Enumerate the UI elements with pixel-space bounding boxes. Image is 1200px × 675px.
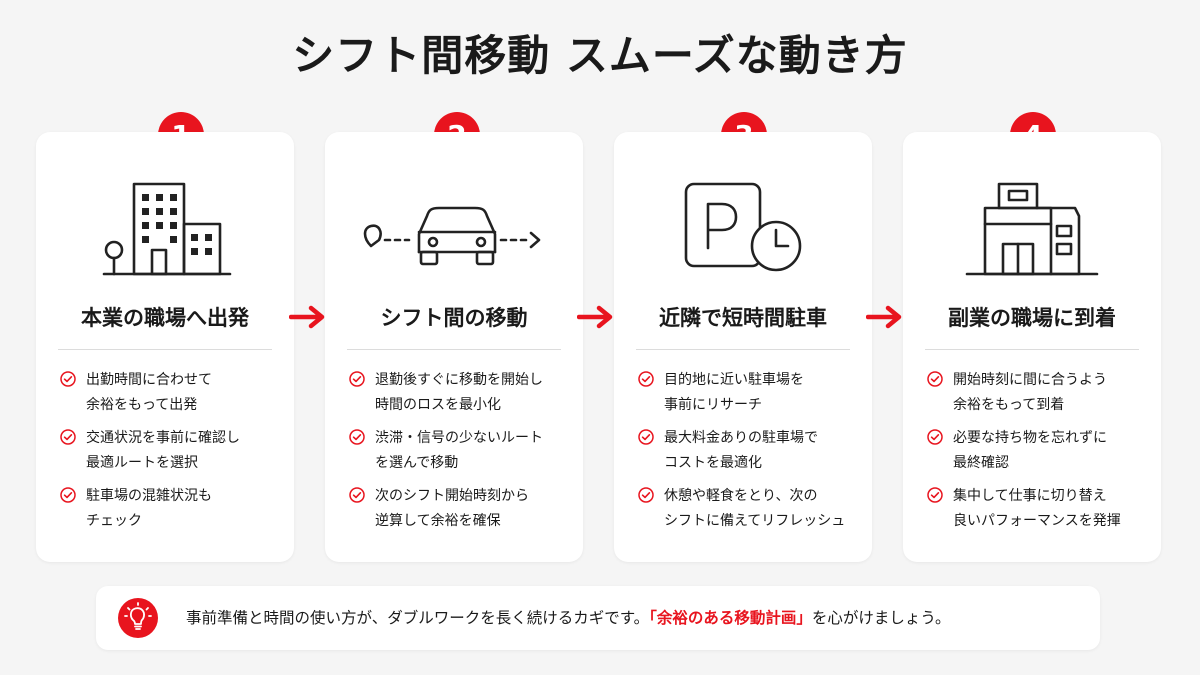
check-list: 開始時刻に間に合うよう 余裕をもって到着 必要な持ち物を忘れずに 最終確認 集中…: [927, 368, 1151, 542]
list-item: 渋滞・信号の少ないルート を選んで移動: [349, 426, 573, 476]
car-route-icon: [363, 206, 541, 266]
list-item: 退勤後すぐに移動を開始し 時間のロスを最小化: [349, 368, 573, 418]
list-item: 駐車場の混雑状況も チェック: [60, 484, 284, 534]
check-circle-icon: [60, 487, 76, 503]
list-item: 必要な持ち物を忘れずに 最終確認: [927, 426, 1151, 476]
parking-clock-icon: [684, 182, 802, 272]
step-card-3: 近隣で短時間駐車 目的地に近い駐車場を 事前にリサーチ 最大料金ありの駐車場で …: [614, 132, 872, 562]
check-circle-icon: [638, 429, 654, 445]
check-text: 退勤後すぐに移動を開始し 時間のロスを最小化: [375, 372, 543, 413]
check-list: 目的地に近い駐車場を 事前にリサーチ 最大料金ありの駐車場で コストを最適化 休…: [638, 368, 862, 542]
check-text: 休憩や軽食をとり、次の シフトに備えてリフレッシュ: [664, 488, 846, 529]
check-circle-icon: [927, 371, 943, 387]
office-building-icon: [102, 182, 232, 276]
arrow-right-icon: [289, 305, 325, 329]
check-text: 開始時刻に間に合うよう 余裕をもって到着: [953, 372, 1107, 413]
check-circle-icon: [349, 371, 365, 387]
step-title: 副業の職場に到着: [948, 306, 1116, 330]
store-building-icon: [965, 182, 1099, 276]
lightbulb-icon: [118, 598, 158, 638]
list-item: 最大料金ありの駐車場で コストを最適化: [638, 426, 862, 476]
check-circle-icon: [638, 371, 654, 387]
check-text: 最大料金ありの駐車場で コストを最適化: [664, 430, 818, 471]
tip-text: 事前準備と時間の使い方が、ダブルワークを長く続けるカギです。「余裕のある移動計画…: [186, 606, 951, 630]
list-item: 出勤時間に合わせて 余裕をもって出発: [60, 368, 284, 418]
tip-text-after: を心がけましょう。: [811, 609, 951, 627]
step-title: 本業の職場へ出発: [81, 306, 249, 330]
check-text: 集中して仕事に切り替え 良いパフォーマンスを発揮: [953, 488, 1121, 529]
check-circle-icon: [927, 429, 943, 445]
divider: [925, 349, 1139, 350]
check-circle-icon: [60, 429, 76, 445]
check-text: 交通状況を事前に確認し 最適ルートを選択: [86, 430, 240, 471]
check-text: 渋滞・信号の少ないルート を選んで移動: [375, 430, 543, 471]
list-item: 集中して仕事に切り替え 良いパフォーマンスを発揮: [927, 484, 1151, 534]
arrow-right-icon: [866, 305, 902, 329]
check-circle-icon: [60, 371, 76, 387]
check-text: 次のシフト開始時刻から 逆算して余裕を確保: [375, 488, 529, 529]
step-card-2: シフト間の移動 退勤後すぐに移動を開始し 時間のロスを最小化 渋滞・信号の少ない…: [325, 132, 583, 562]
check-circle-icon: [927, 487, 943, 503]
divider: [58, 349, 272, 350]
step-title: 近隣で短時間駐車: [659, 306, 827, 330]
list-item: 交通状況を事前に確認し 最適ルートを選択: [60, 426, 284, 476]
check-text: 目的地に近い駐車場を 事前にリサーチ: [664, 372, 804, 413]
check-text: 必要な持ち物を忘れずに 最終確認: [953, 430, 1107, 471]
list-item: 開始時刻に間に合うよう 余裕をもって到着: [927, 368, 1151, 418]
check-circle-icon: [349, 429, 365, 445]
list-item: 休憩や軽食をとり、次の シフトに備えてリフレッシュ: [638, 484, 862, 534]
tip-highlight: 「余裕のある移動計画」: [649, 609, 812, 627]
arrow-right-icon: [577, 305, 613, 329]
list-item: 目的地に近い駐車場を 事前にリサーチ: [638, 368, 862, 418]
check-circle-icon: [638, 487, 654, 503]
step-card-4: 副業の職場に到着 開始時刻に間に合うよう 余裕をもって到着 必要な持ち物を忘れず…: [903, 132, 1161, 562]
divider: [636, 349, 850, 350]
tip-text-before: 事前準備と時間の使い方が、ダブルワークを長く続けるカギです。: [186, 609, 650, 627]
tip-banner: 事前準備と時間の使い方が、ダブルワークを長く続けるカギです。「余裕のある移動計画…: [96, 586, 1100, 650]
page-title: シフト間移動 スムーズな動き方: [292, 31, 908, 80]
step-title: シフト間の移動: [380, 306, 528, 330]
check-text: 駐車場の混雑状況も チェック: [86, 488, 212, 529]
check-list: 退勤後すぐに移動を開始し 時間のロスを最小化 渋滞・信号の少ないルート を選んで…: [349, 368, 573, 542]
check-text: 出勤時間に合わせて 余裕をもって出発: [86, 372, 212, 413]
check-list: 出勤時間に合わせて 余裕をもって出発 交通状況を事前に確認し 最適ルートを選択 …: [60, 368, 284, 542]
step-card-1: 本業の職場へ出発 出勤時間に合わせて 余裕をもって出発 交通状況を事前に確認し …: [36, 132, 294, 562]
divider: [347, 349, 561, 350]
list-item: 次のシフト開始時刻から 逆算して余裕を確保: [349, 484, 573, 534]
check-circle-icon: [349, 487, 365, 503]
